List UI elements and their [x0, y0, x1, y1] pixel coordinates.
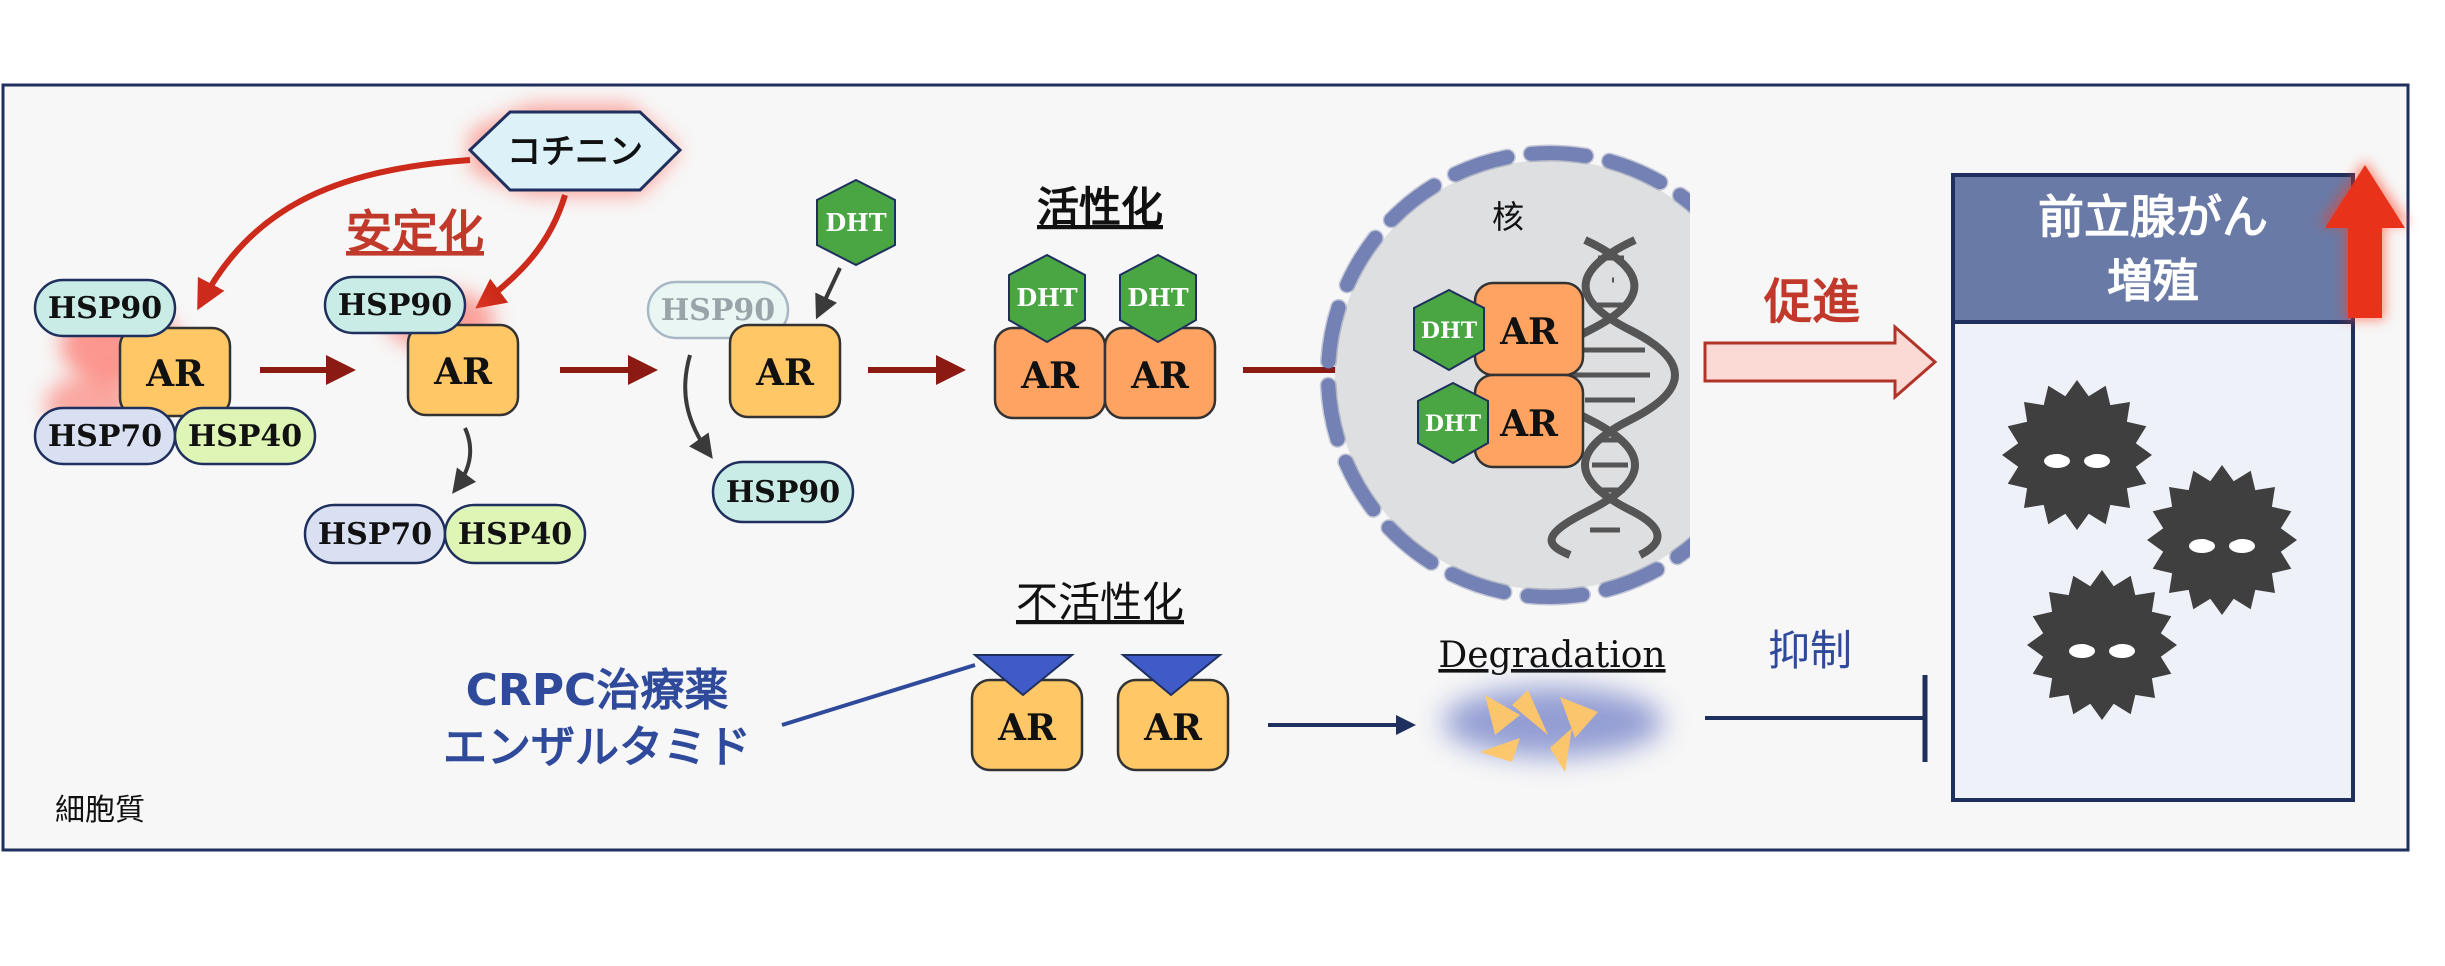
- prostate-cancer-box: 前立腺がん 増殖: [1951, 160, 2410, 802]
- ar-label: AR: [145, 353, 205, 395]
- hsp70-label: HSP70: [48, 419, 162, 454]
- release-arrow-hsp70-hsp40: [452, 427, 477, 494]
- ar-label: AR: [1499, 311, 1559, 353]
- hsp90-label: HSP90: [726, 475, 840, 510]
- cotinine-arrow-left: [197, 157, 471, 311]
- nuclear-envelope: [1321, 146, 1690, 604]
- cancer-cell-icon: [2002, 380, 2152, 530]
- hsp90-protein: [711, 460, 855, 524]
- ar-label: AR: [1499, 403, 1559, 445]
- degradation-fragments: [1443, 687, 1663, 772]
- dht-label: DHT: [1425, 411, 1482, 437]
- cancer-cell-icon: [2147, 465, 2297, 615]
- cancer-cell-icon: [2027, 570, 2177, 720]
- stage1-ar-complex: AR HSP90 HSP70 HSP40: [33, 278, 317, 466]
- dht-label: DHT: [825, 208, 886, 237]
- inactivation-label: 不活性化: [1016, 578, 1184, 627]
- cotinine-label: コチニン: [507, 132, 643, 172]
- dht-free: DHT: [816, 178, 896, 267]
- inactivated-ar: AR AR: [970, 654, 1230, 772]
- released-hsp90: HSP90: [711, 460, 855, 524]
- dht-label: DHT: [1016, 283, 1077, 312]
- cancer-box-header: [1951, 173, 2355, 324]
- released-hsp70-hsp40: HSP70 HSP40: [303, 503, 587, 565]
- hsp40-label: HSP40: [458, 517, 572, 552]
- dht-binding-arrow: [815, 267, 842, 320]
- ar-protein: [118, 326, 232, 418]
- drug-bound-marker: [1120, 654, 1223, 697]
- ar-protein: [728, 323, 842, 419]
- hsp90-protein: [33, 278, 177, 338]
- cancer-title-line1: 前立腺がん: [2038, 190, 2268, 244]
- nucleus: 核 AR AR DHT DHT: [1319, 144, 1690, 606]
- drug-bound-marker: [972, 654, 1075, 697]
- ar-label: AR: [1143, 707, 1203, 749]
- hsp40-protein: [173, 406, 317, 466]
- drug-label-line2: エンザルタミド: [443, 722, 751, 773]
- cancer-title-line2: 増殖: [2107, 254, 2199, 308]
- ar-label: AR: [997, 707, 1057, 749]
- hsp90-protein: [323, 275, 467, 335]
- hsp90-label: HSP90: [48, 291, 162, 326]
- stage3-ar-complex: HSP90 AR: [646, 280, 842, 419]
- ar-label: AR: [433, 351, 493, 393]
- cytoplasm-label: 細胞質: [55, 793, 145, 828]
- cotinine-arrow-right: [475, 194, 568, 309]
- promote-arrow: [1703, 323, 1938, 401]
- promote-label: 促進: [1763, 274, 1860, 330]
- ar-label: AR: [1130, 355, 1190, 397]
- dht-label: DHT: [1127, 283, 1188, 312]
- activation-label: 活性化: [1037, 183, 1163, 232]
- stabilization-label: 安定化: [346, 205, 484, 259]
- dht-label: DHT: [1421, 318, 1478, 344]
- ar-label: AR: [755, 352, 815, 394]
- hsp90-faded-label: HSP90: [661, 293, 775, 328]
- nucleus-label: 核: [1492, 198, 1524, 236]
- hsp40-protein: [443, 503, 587, 565]
- degradation-label: Degradation: [1438, 635, 1665, 676]
- ar-label: AR: [1020, 355, 1080, 397]
- ar-protein: [406, 323, 520, 417]
- activated-ar-dimer: AR AR DHT DHT: [993, 253, 1217, 420]
- hsp90-label: HSP90: [338, 288, 452, 323]
- inhibition-line: [1705, 675, 1928, 762]
- hsp40-label: HSP40: [188, 419, 302, 454]
- suppress-label: 抑制: [1768, 626, 1852, 675]
- release-arrow-hsp90: [683, 354, 713, 459]
- drug-label-line1: CRPC治療薬: [466, 665, 729, 716]
- cotinine-compound: コチニン: [467, 105, 683, 195]
- stage2-ar-complex: AR HSP90: [323, 275, 520, 417]
- hsp70-label: HSP70: [318, 517, 432, 552]
- drug-binding-line: [781, 663, 976, 727]
- increase-arrow-icon: [2320, 160, 2410, 320]
